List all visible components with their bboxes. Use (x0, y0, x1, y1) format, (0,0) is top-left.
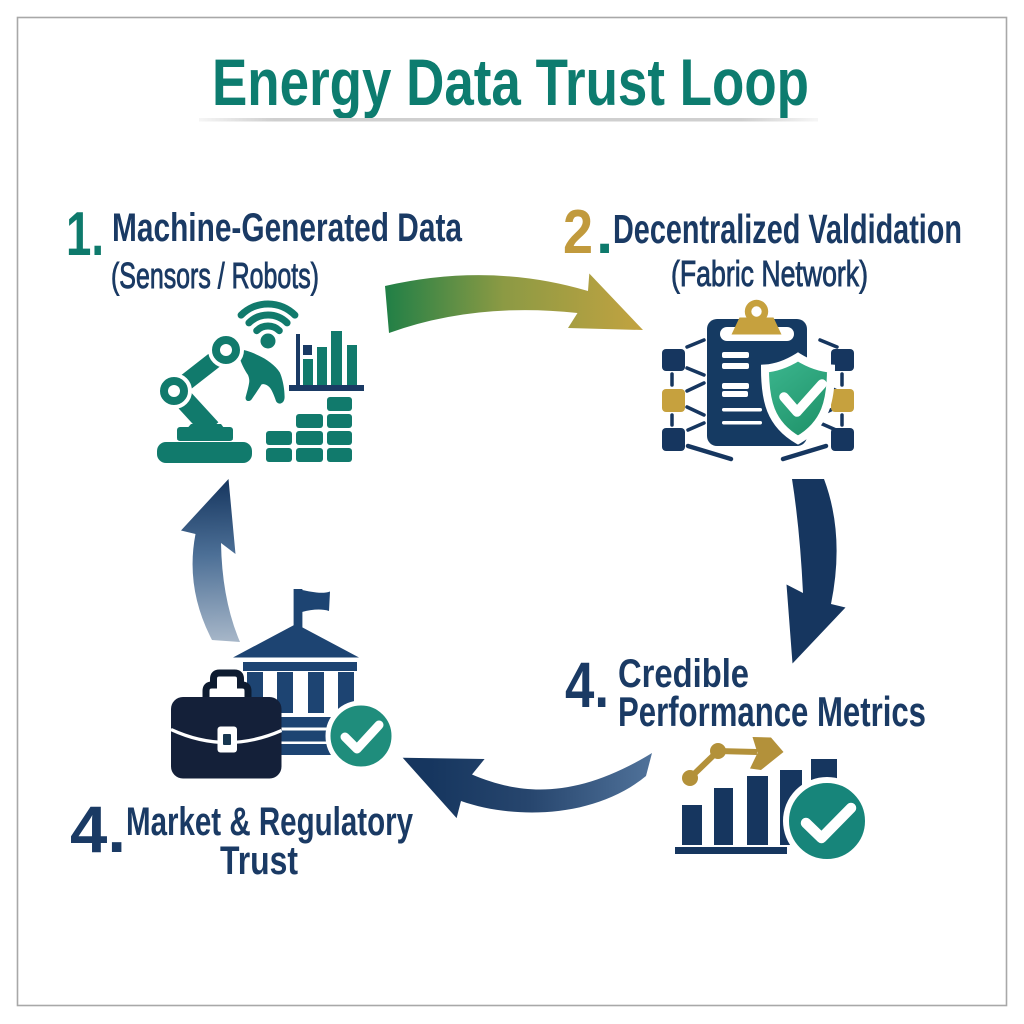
svg-text:(Sensors / Robots): (Sensors / Robots) (111, 255, 319, 296)
svg-text:Machine-Generated Data: Machine-Generated Data (112, 206, 463, 250)
svg-text:Trust: Trust (220, 839, 298, 883)
svg-text:2: 2 (563, 198, 593, 267)
svg-text:Performance Metrics: Performance Metrics (618, 688, 926, 735)
svg-text:.: . (596, 198, 613, 267)
svg-text:Decentralized Valdidation: Decentralized Valdidation (613, 206, 962, 252)
svg-text:(Fabric Network): (Fabric Network) (671, 253, 868, 294)
svg-text:4.: 4. (565, 649, 609, 721)
svg-text:Market & Regulatory: Market & Regulatory (126, 800, 414, 844)
svg-text:Energy Data Trust Loop: Energy Data Trust Loop (212, 45, 809, 119)
svg-text:Credible: Credible (618, 652, 749, 696)
svg-text:1.: 1. (66, 200, 104, 269)
svg-text:4.: 4. (70, 792, 126, 866)
